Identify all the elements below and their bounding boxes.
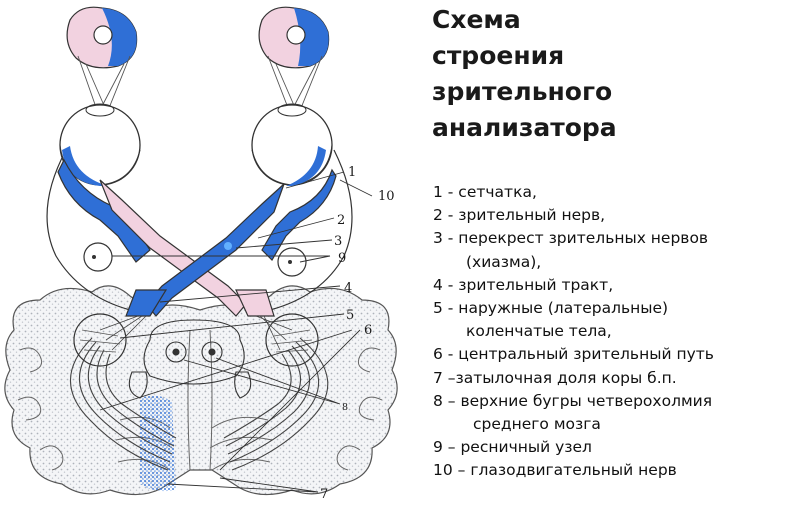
ciliary-ganglia bbox=[83, 242, 307, 277]
legend-item: 6 - центральный зрительный путь bbox=[433, 345, 714, 364]
brain-cortex bbox=[4, 285, 398, 496]
legend-item: 2 - зрительный нерв, bbox=[433, 206, 606, 225]
legend-item: 3 - перекрест зрительных нервов bbox=[433, 229, 709, 248]
legend-item: 9 – ресничный узел bbox=[433, 438, 592, 457]
optic-nerves-and-tracts bbox=[57, 158, 337, 317]
label-10: 10 bbox=[378, 189, 395, 204]
label-5: 5 bbox=[346, 308, 354, 323]
legend-item: 10 – глазодвигательный нерв bbox=[433, 461, 677, 480]
label-3: 3 bbox=[334, 234, 342, 249]
label-9: 9 bbox=[338, 251, 346, 266]
legend-item: коленчатые тела, bbox=[466, 322, 612, 341]
legend-item: 1 - сетчатка, bbox=[433, 183, 537, 201]
label-7: 7 bbox=[320, 487, 328, 502]
title-line: зрительного bbox=[432, 77, 613, 106]
legend-item: 4 - зрительный тракт, bbox=[433, 275, 614, 294]
title-line: анализатора bbox=[432, 113, 617, 142]
tract-fibers bbox=[99, 315, 293, 351]
label-8: 8 bbox=[342, 402, 348, 413]
label-2: 2 bbox=[337, 213, 345, 228]
lateral-geniculate-bodies bbox=[73, 313, 319, 367]
legend-item: 5 - наружные (латеральные) bbox=[433, 299, 669, 318]
title-line: Схема bbox=[432, 5, 521, 34]
legend-item: среднего мозга bbox=[473, 415, 601, 434]
eyeball-right bbox=[251, 103, 333, 186]
diagram-title: Схема строения зрительного анализатора bbox=[432, 2, 792, 146]
central-visual-pathway bbox=[70, 337, 329, 471]
legend-item: 8 – верхние бугры четверохолмия bbox=[433, 391, 713, 410]
title-line: строения bbox=[432, 41, 565, 70]
visual-field-right bbox=[258, 6, 330, 69]
label-1: 1 bbox=[348, 165, 356, 180]
label-4: 4 bbox=[344, 281, 352, 296]
legend-item: 7 –затылочная доля коры б.п. bbox=[433, 368, 677, 387]
label-leader-lines bbox=[99, 171, 373, 493]
superior-colliculi bbox=[128, 319, 252, 399]
label-6: 6 bbox=[364, 323, 372, 338]
visual-analyzer-diagram: 1 10 2 3 9 4 5 6 8 7 bbox=[4, 6, 398, 502]
eyeball-left bbox=[59, 103, 141, 186]
visual-field-left bbox=[66, 6, 138, 69]
legend-item: (хиазма), bbox=[466, 252, 542, 271]
legend-list: 1 - сетчатка, 2 - зрительный нерв, 3 - п… bbox=[433, 181, 795, 483]
